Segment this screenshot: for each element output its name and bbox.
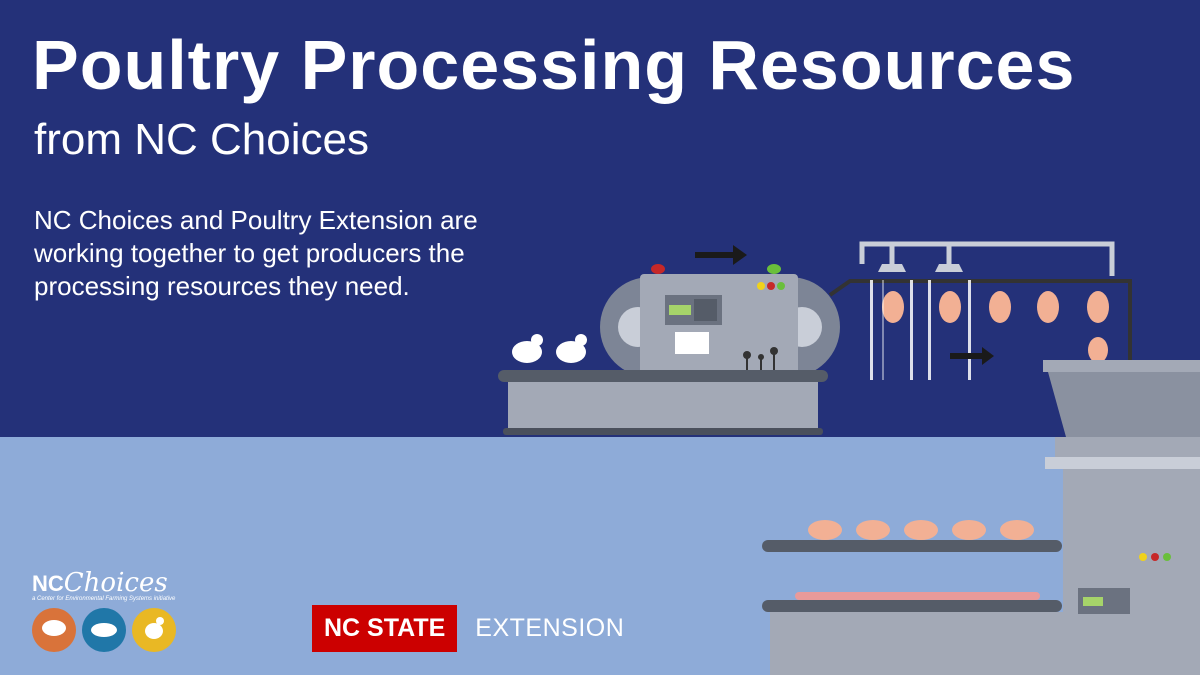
logo-prefix: NC (32, 571, 64, 596)
page-subtitle: from NC Choices (34, 115, 369, 164)
extension-wordmark: EXTENSION (475, 614, 625, 642)
arrow-right-icon (950, 347, 994, 365)
hopper-machine (762, 360, 1200, 675)
nc-state-extension-logo: NC STATE EXTENSION (312, 605, 624, 652)
banner-top-background (0, 0, 1200, 437)
chicken-parts (795, 592, 1040, 600)
nc-choices-logo: NCChoices a Center for Environmental Far… (32, 568, 182, 661)
arrow-right-icon (695, 245, 747, 265)
page-title: Poultry Processing Resources (32, 26, 1076, 104)
chicken-carcass-icon (882, 291, 1109, 363)
saw-machine (498, 245, 840, 435)
chicken-icon (512, 334, 587, 363)
roasted-chicken-icon (808, 520, 1034, 540)
logo-name: Choices (63, 568, 168, 598)
description-text: NC Choices and Poultry Extension are wor… (34, 205, 478, 301)
shower-rig (828, 241, 1132, 380)
logo-tagline: a Center for Environmental Farming Syste… (32, 596, 176, 602)
nc-state-wordmark: NC STATE (312, 605, 458, 652)
